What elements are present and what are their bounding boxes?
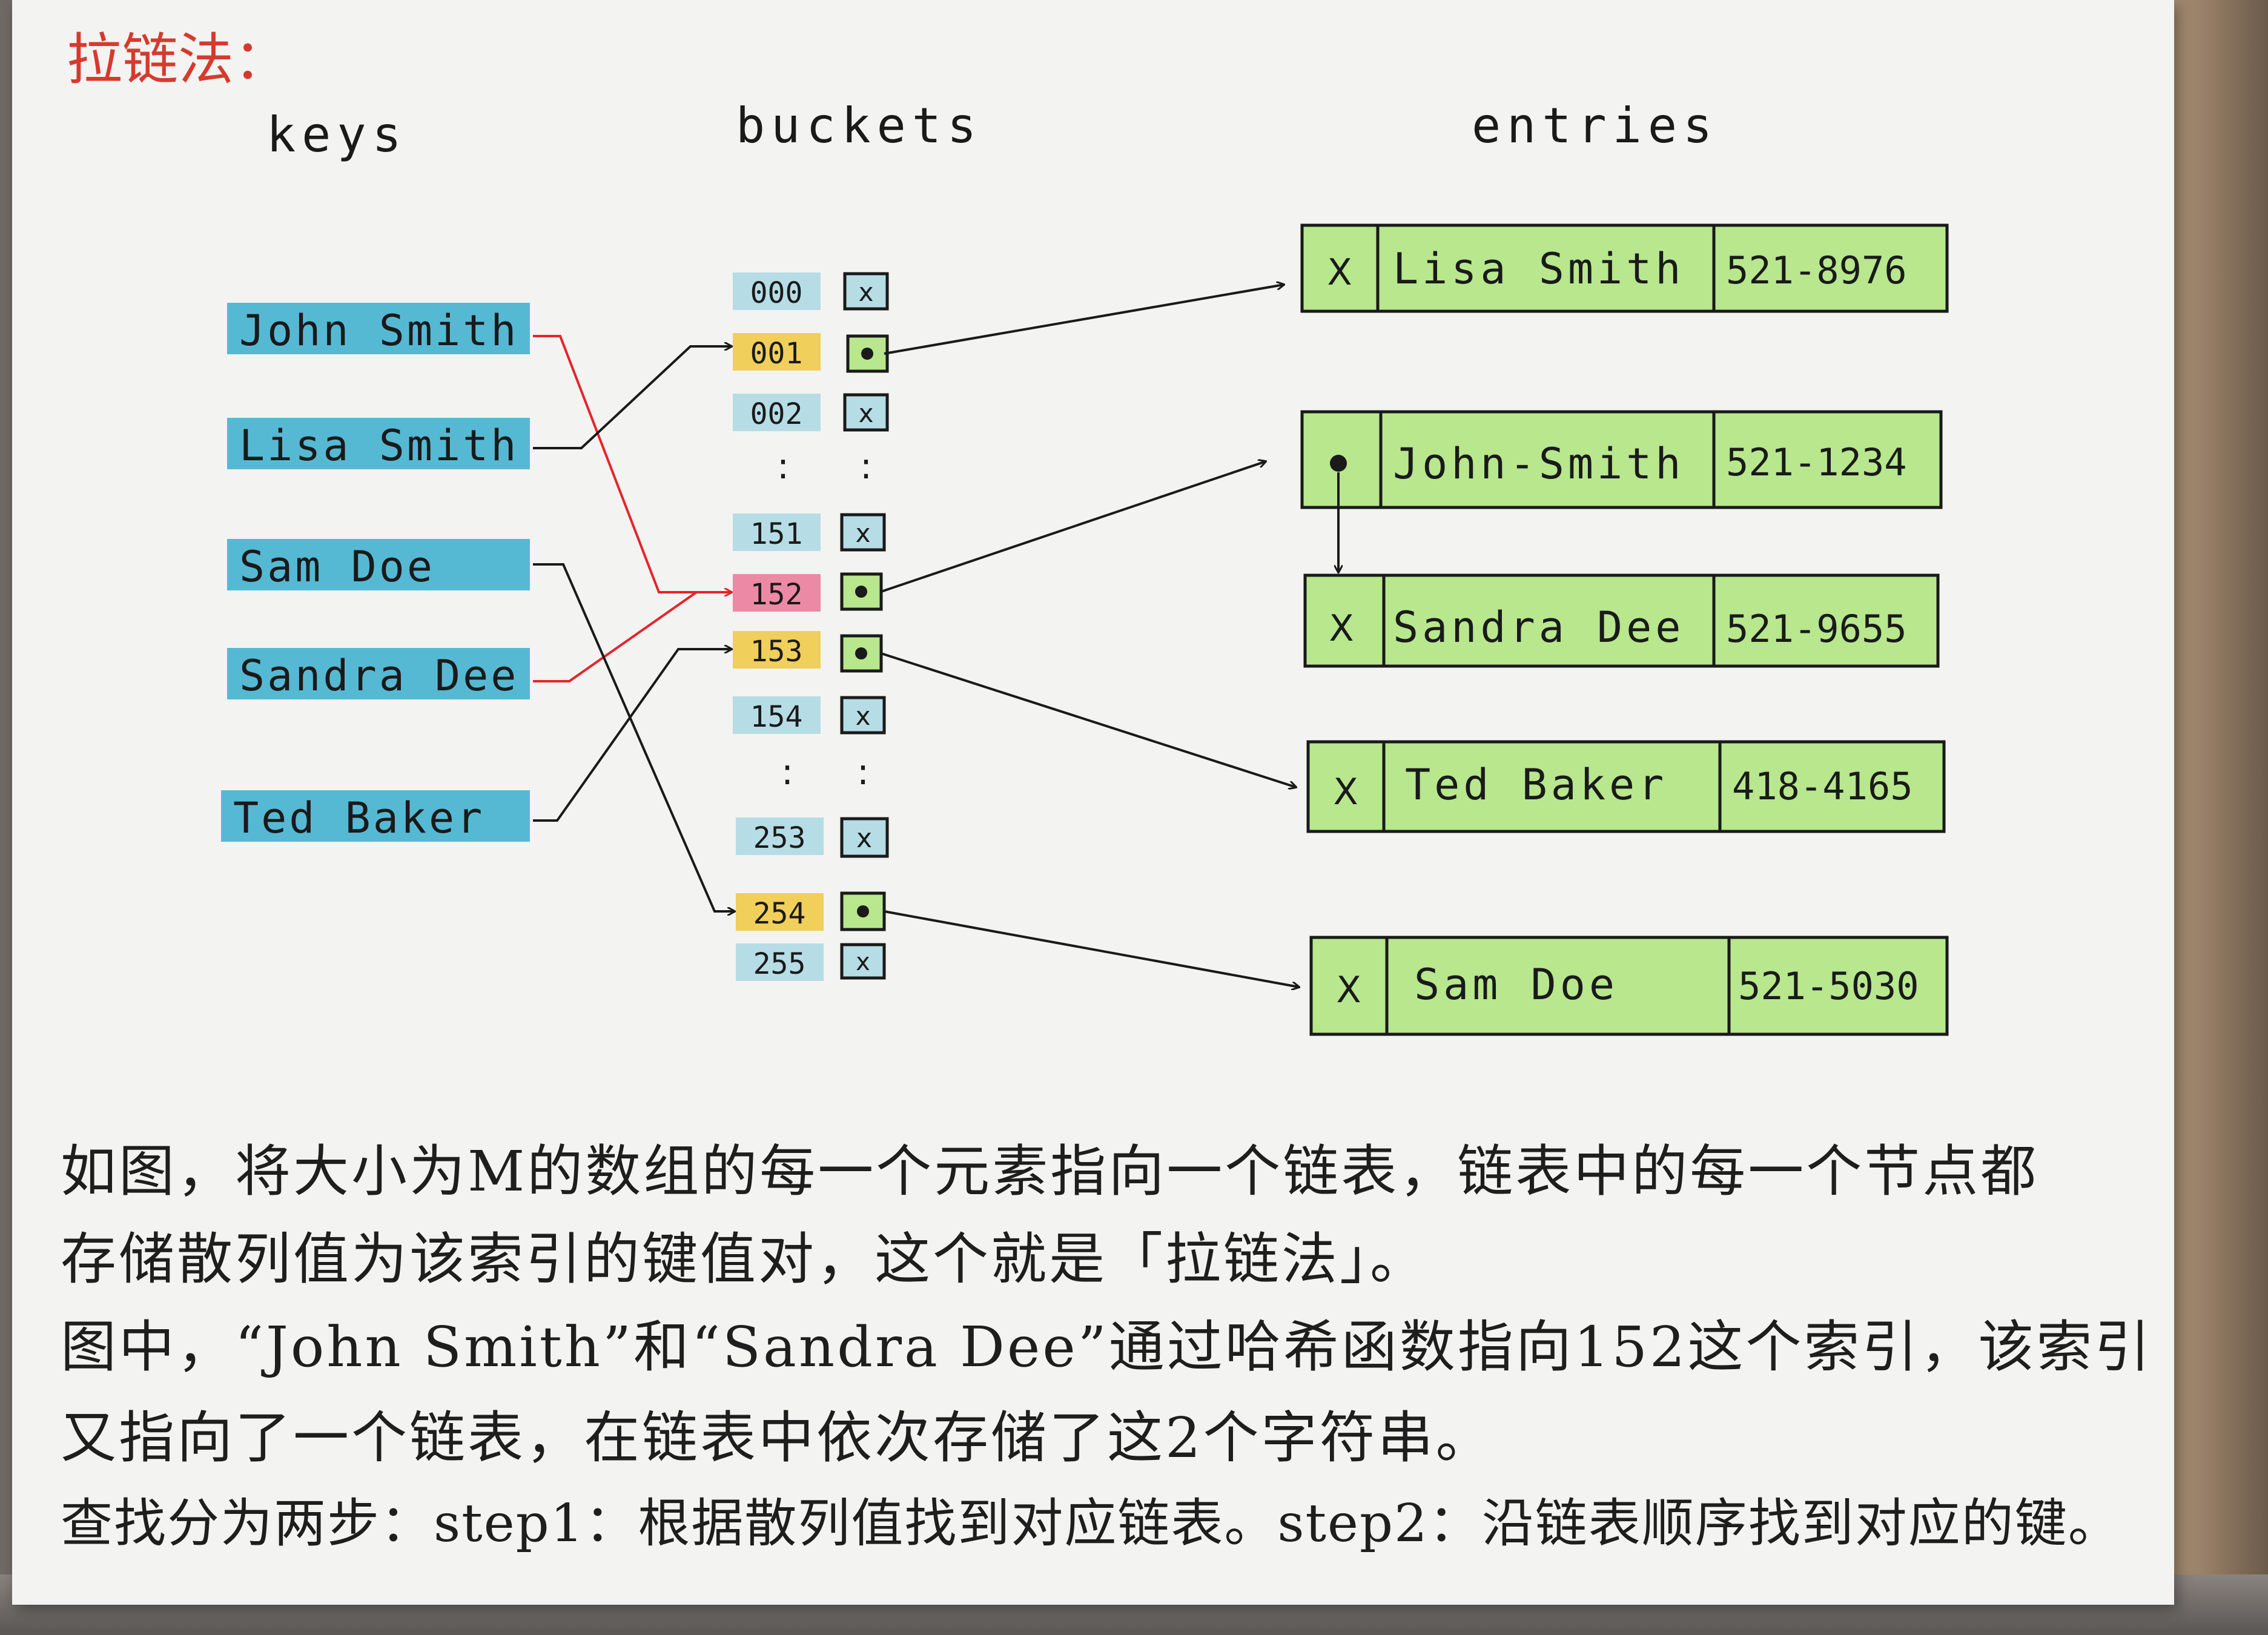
entry-phone: 521-5030 bbox=[1738, 964, 1919, 1008]
bucket-label: 001 bbox=[750, 337, 803, 371]
entry-row: John-Smith 521-1234 bbox=[1300, 410, 1943, 509]
buckets-header: buckets bbox=[736, 97, 982, 154]
bucket-ellipsis: : bbox=[860, 445, 872, 487]
entry-name: Ted Baker bbox=[1405, 760, 1667, 810]
entry-phone: 521-8976 bbox=[1726, 248, 1907, 292]
bucket-label: 000 bbox=[750, 276, 803, 310]
bucket-label: 002 bbox=[750, 397, 803, 431]
diagram-title: 拉链法： bbox=[67, 27, 289, 92]
pointer-line bbox=[884, 910, 1299, 987]
bucket-cell bbox=[736, 943, 824, 981]
hash-line-red bbox=[533, 335, 732, 592]
bucket-cell bbox=[733, 272, 821, 310]
bucket-pointer-null bbox=[840, 943, 886, 980]
entry-name: John-Smith bbox=[1393, 439, 1684, 489]
keys-header: keys bbox=[266, 107, 408, 163]
null-pointer-x-icon: x bbox=[856, 518, 871, 548]
entry-name: Sam Doe bbox=[1414, 960, 1618, 1009]
entry-row: X Lisa Smith 521-8976 bbox=[1300, 223, 1949, 313]
entry-row: X Sam Doe 521-5030 bbox=[1309, 936, 1949, 1036]
hash-line bbox=[533, 649, 732, 822]
null-pointer-x-icon: X bbox=[1336, 969, 1361, 1011]
pointer-line bbox=[881, 652, 1296, 787]
key-label: Sam Doe bbox=[239, 542, 435, 592]
bucket-label: 255 bbox=[753, 947, 806, 981]
pointer-line bbox=[881, 461, 1266, 593]
entry-row: X Sandra Dee 521-9655 bbox=[1303, 573, 1940, 668]
entry-name: Lisa Smith bbox=[1393, 244, 1684, 294]
bucket-ellipsis: : bbox=[777, 445, 789, 487]
key-highlight bbox=[221, 790, 530, 842]
pointer-dot-icon bbox=[855, 647, 867, 659]
null-pointer-x-icon: x bbox=[856, 823, 872, 854]
note-line-4: 又指向了一个链表，在链表中依次存储了这2个字符串。 bbox=[61, 1405, 1494, 1470]
keys-column: John Smith Lisa Smith Sam Doe Sandra Dee… bbox=[221, 303, 530, 843]
pointer-dot-icon bbox=[857, 905, 869, 917]
bucket-to-entry-lines bbox=[881, 285, 1338, 987]
key-highlight bbox=[227, 418, 530, 469]
hash-line bbox=[533, 346, 732, 449]
null-pointer-x-icon: x bbox=[856, 948, 870, 976]
bucket-label: 153 bbox=[750, 635, 803, 669]
entry-phone: 418-4165 bbox=[1732, 764, 1913, 808]
key-highlight bbox=[227, 303, 530, 354]
bucket-ellipsis: : bbox=[781, 751, 793, 793]
null-pointer-x-icon: x bbox=[859, 398, 874, 428]
bucket-ellipsis: : bbox=[857, 751, 869, 793]
null-pointer-x-icon: X bbox=[1333, 771, 1358, 813]
entries-column: X Lisa Smith 521-8976 John-Smith 521-123… bbox=[1300, 223, 1949, 1036]
note-line-1: 如图，将大小为M的数组的每一个元素指向一个链表，链表中的每一个节点都 bbox=[61, 1139, 2039, 1204]
bucket-label: 253 bbox=[753, 821, 806, 855]
bucket-pointer-null bbox=[843, 272, 889, 311]
bucket-pointer-null bbox=[840, 513, 886, 552]
hash-line bbox=[533, 563, 735, 911]
entry-name: Sandra Dee bbox=[1393, 603, 1684, 652]
entry-row: X Ted Baker 418-4165 bbox=[1306, 740, 1946, 833]
key-highlight bbox=[227, 539, 530, 590]
bucket-label: 254 bbox=[753, 897, 806, 931]
pointer-dot-icon bbox=[855, 586, 867, 598]
key-label: Ted Baker bbox=[233, 793, 484, 843]
bucket-cell bbox=[733, 394, 821, 431]
bucket-pointer-null bbox=[840, 696, 886, 735]
key-highlight bbox=[227, 648, 530, 699]
bucket-pointer-null bbox=[843, 393, 889, 432]
null-pointer-x-icon: X bbox=[1329, 607, 1354, 650]
bucket-cell bbox=[736, 818, 824, 855]
note-line-5: 查找分为两步：step1：根据散列值找到对应链表。step2：沿链表顺序找到对应… bbox=[61, 1493, 2121, 1554]
key-to-bucket-lines bbox=[533, 335, 735, 911]
pointer-dot-icon bbox=[861, 348, 873, 360]
buckets-column: 000 x 001 002 x : : 151 x 152 153 154 bbox=[733, 272, 889, 981]
entries-header: entries bbox=[1472, 97, 1718, 154]
entry-phone: 521-9655 bbox=[1726, 607, 1907, 651]
key-label: Lisa Smith bbox=[239, 421, 518, 471]
bucket-cell bbox=[733, 631, 821, 669]
bucket-label: 154 bbox=[750, 700, 803, 734]
bucket-label: 151 bbox=[750, 517, 803, 551]
key-label: John Smith bbox=[239, 306, 518, 355]
bucket-label: 152 bbox=[750, 578, 803, 612]
bucket-pointer-null bbox=[840, 817, 889, 858]
note-line-2: 存储散列值为该索引的键值对，这个就是「拉链法」。 bbox=[61, 1227, 1429, 1292]
null-pointer-x-icon: x bbox=[856, 701, 871, 731]
pointer-line bbox=[884, 285, 1284, 355]
bucket-cell bbox=[733, 574, 821, 612]
bucket-cell bbox=[733, 696, 821, 734]
bucket-cell bbox=[733, 514, 821, 551]
bucket-cell bbox=[733, 333, 821, 371]
bucket-cell bbox=[736, 893, 824, 931]
null-pointer-x-icon: X bbox=[1327, 251, 1352, 294]
key-label: Sandra Dee bbox=[239, 651, 518, 701]
entry-phone: 521-1234 bbox=[1726, 440, 1907, 484]
note-line-3: 图中，“John Smith”和“Sandra Dee”通过哈希函数指向152这… bbox=[61, 1315, 2153, 1379]
null-pointer-x-icon: x bbox=[859, 277, 874, 307]
pointer-dot-icon bbox=[1330, 455, 1347, 472]
hash-line-red bbox=[533, 591, 698, 682]
